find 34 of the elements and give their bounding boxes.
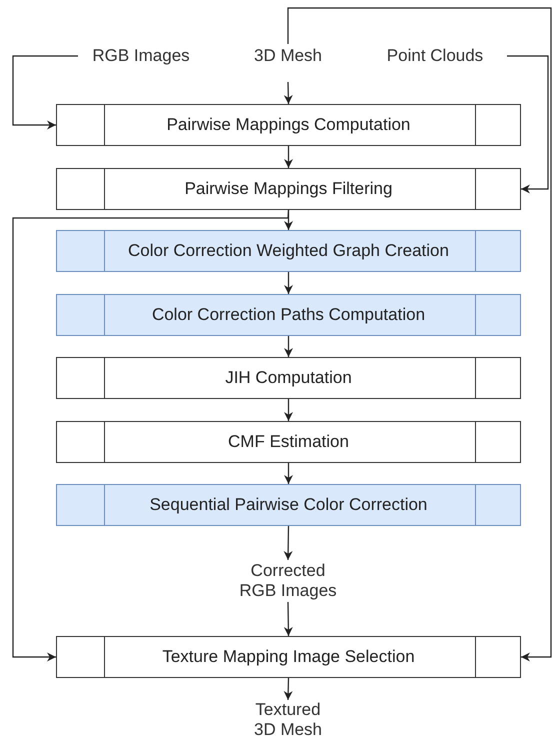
text-label: Corrected RGB Images (236, 560, 340, 602)
text-label: 3D Mesh (250, 44, 326, 68)
process-box (56, 294, 521, 336)
process-box (56, 421, 521, 463)
process-box (56, 636, 521, 678)
arrow (284, 463, 293, 484)
text-label: RGB Images (88, 44, 194, 68)
process-box (56, 230, 521, 272)
arrow (284, 82, 293, 104)
step-label: CMF Estimation (228, 432, 349, 452)
arrow (12, 210, 290, 662)
step-label: JIH Computation (225, 368, 352, 388)
arrow (284, 399, 293, 421)
step-label: Texture Mapping Image Selection (162, 647, 415, 667)
arrow (284, 336, 293, 357)
text-label: Point Clouds (373, 44, 497, 68)
arrow (284, 678, 293, 700)
step-label: Pairwise Mappings Filtering (184, 179, 392, 199)
arrow (287, 7, 552, 662)
process-box (56, 484, 521, 526)
process-box (56, 168, 521, 210)
arrow (507, 55, 549, 194)
arrow (12, 55, 78, 130)
process-box (56, 357, 521, 399)
step-label: Pairwise Mappings Computation (166, 115, 410, 135)
arrow (284, 526, 293, 560)
step-label: Sequential Pairwise Color Correction (150, 495, 428, 515)
arrow (284, 602, 293, 636)
arrow (284, 272, 293, 294)
step-label: Color Correction Weighted Graph Creation (128, 241, 449, 261)
process-box (56, 104, 521, 146)
arrow (284, 146, 293, 168)
text-label: Textured 3D Mesh (246, 700, 330, 740)
step-label: Color Correction Paths Computation (152, 305, 426, 325)
